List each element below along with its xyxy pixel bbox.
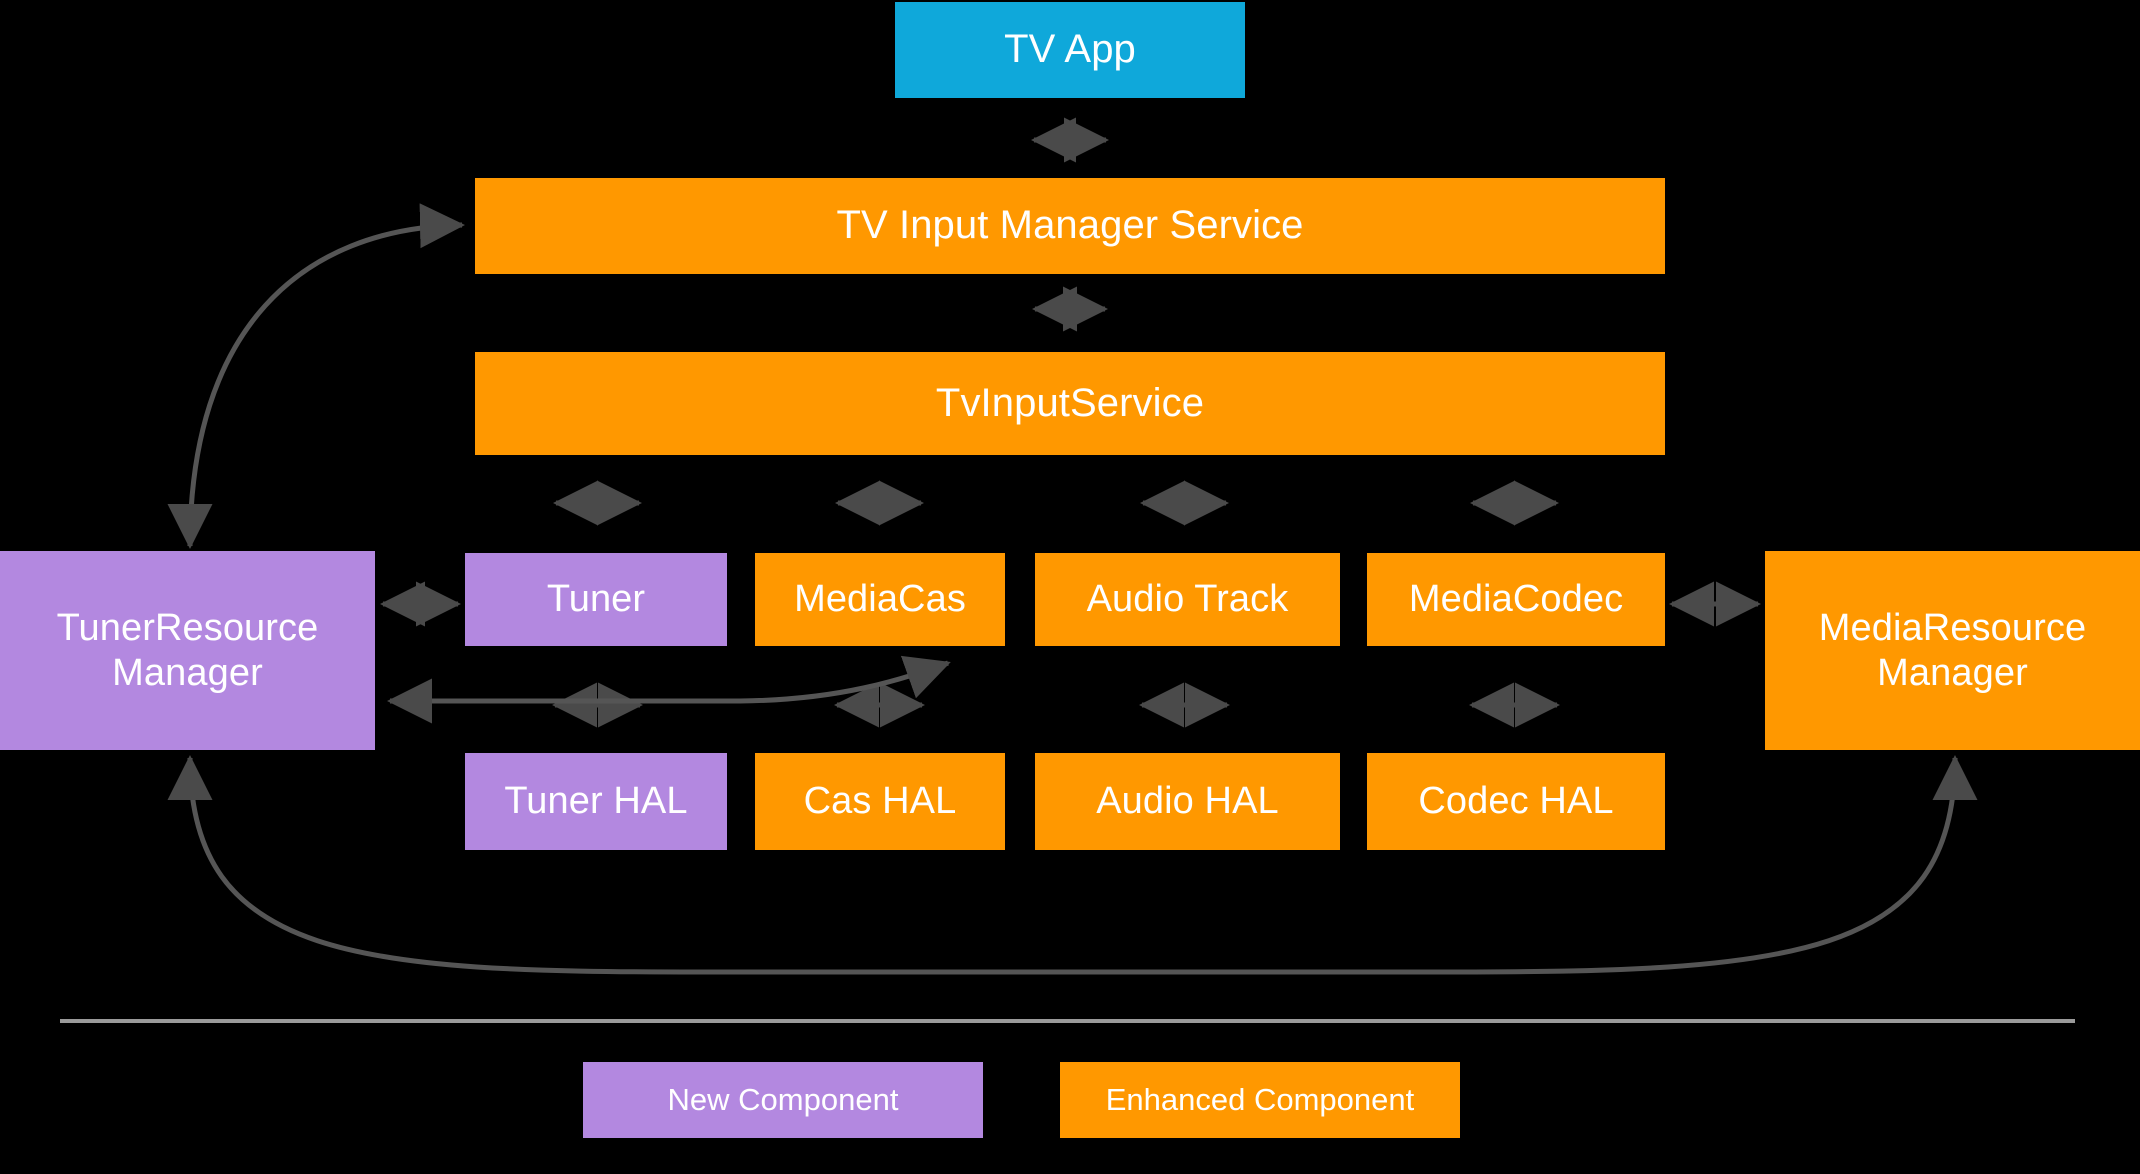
node-tv-app[interactable]: TV App <box>895 2 1245 98</box>
node-cas-hal[interactable]: Cas HAL <box>755 753 1005 850</box>
edge-tunerresourcemanager-tvinputmanagerservice-curve <box>167 203 465 549</box>
node-codec-hal[interactable]: Codec HAL <box>1367 753 1665 850</box>
node-audio-track[interactable]: Audio Track <box>1035 553 1340 646</box>
legend-item-new-component: New Component <box>583 1062 983 1138</box>
node-media-codec[interactable]: MediaCodec <box>1367 553 1665 646</box>
node-tuner-hal[interactable]: Tuner HAL <box>465 753 727 850</box>
node-media-cas[interactable]: MediaCas <box>755 553 1005 646</box>
node-tv-input-service[interactable]: TvInputService <box>475 352 1665 455</box>
legend-divider <box>60 1019 2075 1023</box>
legend-item-enhanced-component: Enhanced Component <box>1060 1062 1460 1138</box>
node-tuner-resource-manager[interactable]: TunerResource Manager <box>0 551 375 750</box>
node-tv-input-manager-service[interactable]: TV Input Manager Service <box>475 178 1665 274</box>
node-media-resource-manager[interactable]: MediaResource Manager <box>1765 551 2140 750</box>
node-audio-hal[interactable]: Audio HAL <box>1035 753 1340 850</box>
node-tuner[interactable]: Tuner <box>465 553 727 646</box>
edge-tunerresourcemanager-mediacas-curve <box>386 655 951 724</box>
